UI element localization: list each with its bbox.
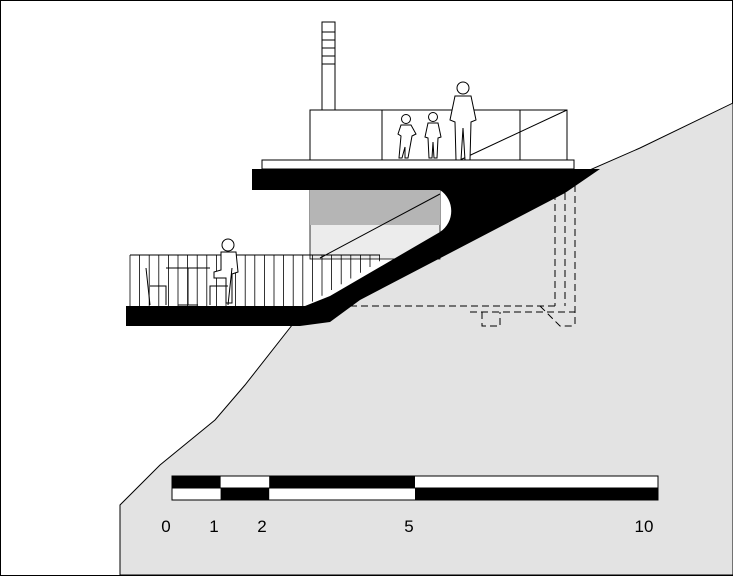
interior-diagonal	[319, 193, 441, 259]
dashed-foundation-lines	[350, 185, 576, 327]
roof-slab	[261, 159, 575, 170]
scale-bar: 0 1 2 5 10	[161, 475, 659, 536]
chair-left	[145, 267, 167, 306]
person-child-silhouette	[424, 112, 442, 159]
scale-tick-label: 2	[257, 517, 266, 536]
scale-tick-label: 5	[404, 517, 413, 536]
scale-tick-label: 0	[161, 517, 170, 536]
person-adult-silhouette	[449, 81, 477, 161]
chimney	[321, 21, 336, 111]
chair-right	[209, 267, 233, 306]
scale-tick-label: 10	[635, 517, 654, 536]
scale-segment	[269, 476, 415, 488]
scale-tick-label: 1	[209, 517, 218, 536]
scale-segment	[220, 488, 270, 500]
scale-segment	[172, 476, 221, 488]
interior-band	[310, 189, 440, 225]
scale-segment	[415, 488, 658, 500]
cantilever-structure	[126, 169, 600, 326]
seated-person-silhouette	[213, 238, 239, 304]
table	[166, 267, 210, 306]
person-small-child-silhouette	[397, 114, 417, 159]
